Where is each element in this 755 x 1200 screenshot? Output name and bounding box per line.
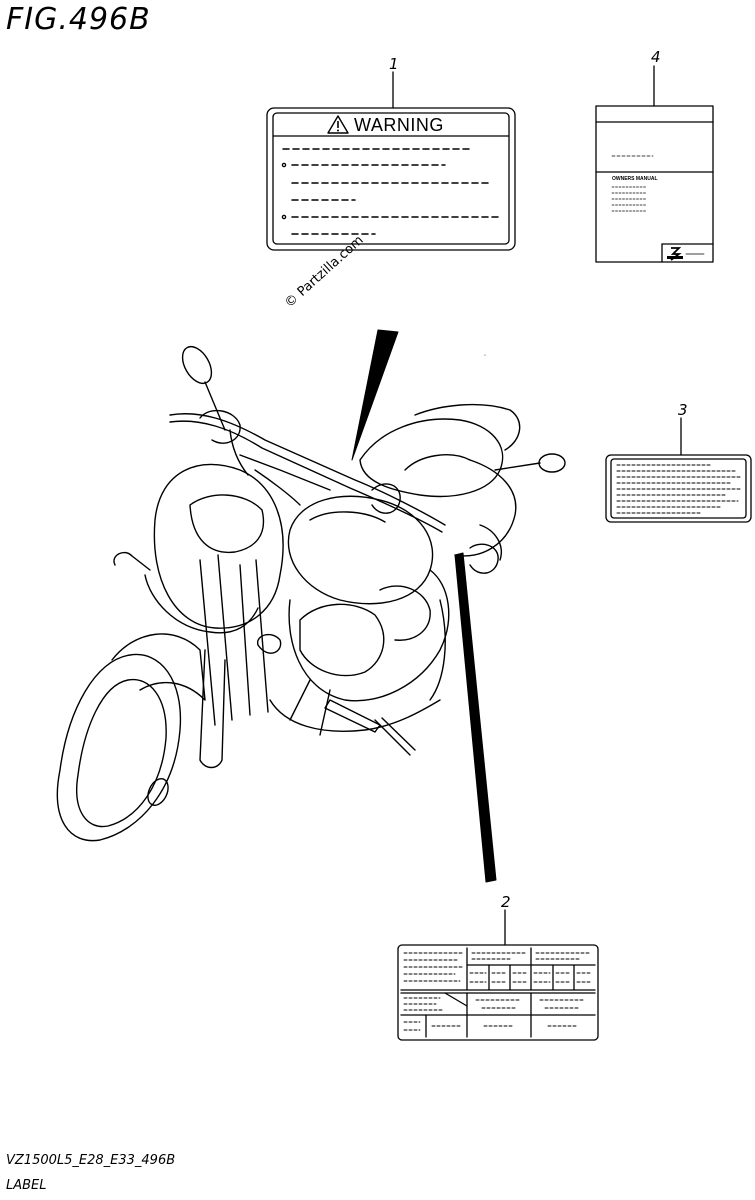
- callout-1: 1: [389, 55, 399, 73]
- suzuki-logo-icon: [667, 247, 683, 261]
- warning-triangle-icon: [327, 115, 349, 134]
- tire-info-label-part: [397, 944, 599, 1041]
- warning-heading: WARNING: [354, 115, 444, 135]
- owners-manual-part: [595, 105, 714, 263]
- pointer-wedge-label-2: [454, 552, 497, 883]
- info-label-part: [605, 454, 752, 523]
- figure-title: FIG.496B: [6, 2, 151, 37]
- motorcycle-illustration: [56, 345, 566, 842]
- warning-label-part: [266, 107, 516, 251]
- manual-title: OWNERS MANUAL: [612, 176, 658, 182]
- model-code: VZ1500L5_E28_E33_496B: [6, 1153, 176, 1168]
- pointer-wedge-label-1: [351, 329, 399, 461]
- callout-2: 2: [501, 893, 511, 911]
- callout-3: 3: [678, 401, 688, 419]
- figure-caption: LABEL: [6, 1178, 47, 1193]
- callout-4: 4: [651, 48, 661, 66]
